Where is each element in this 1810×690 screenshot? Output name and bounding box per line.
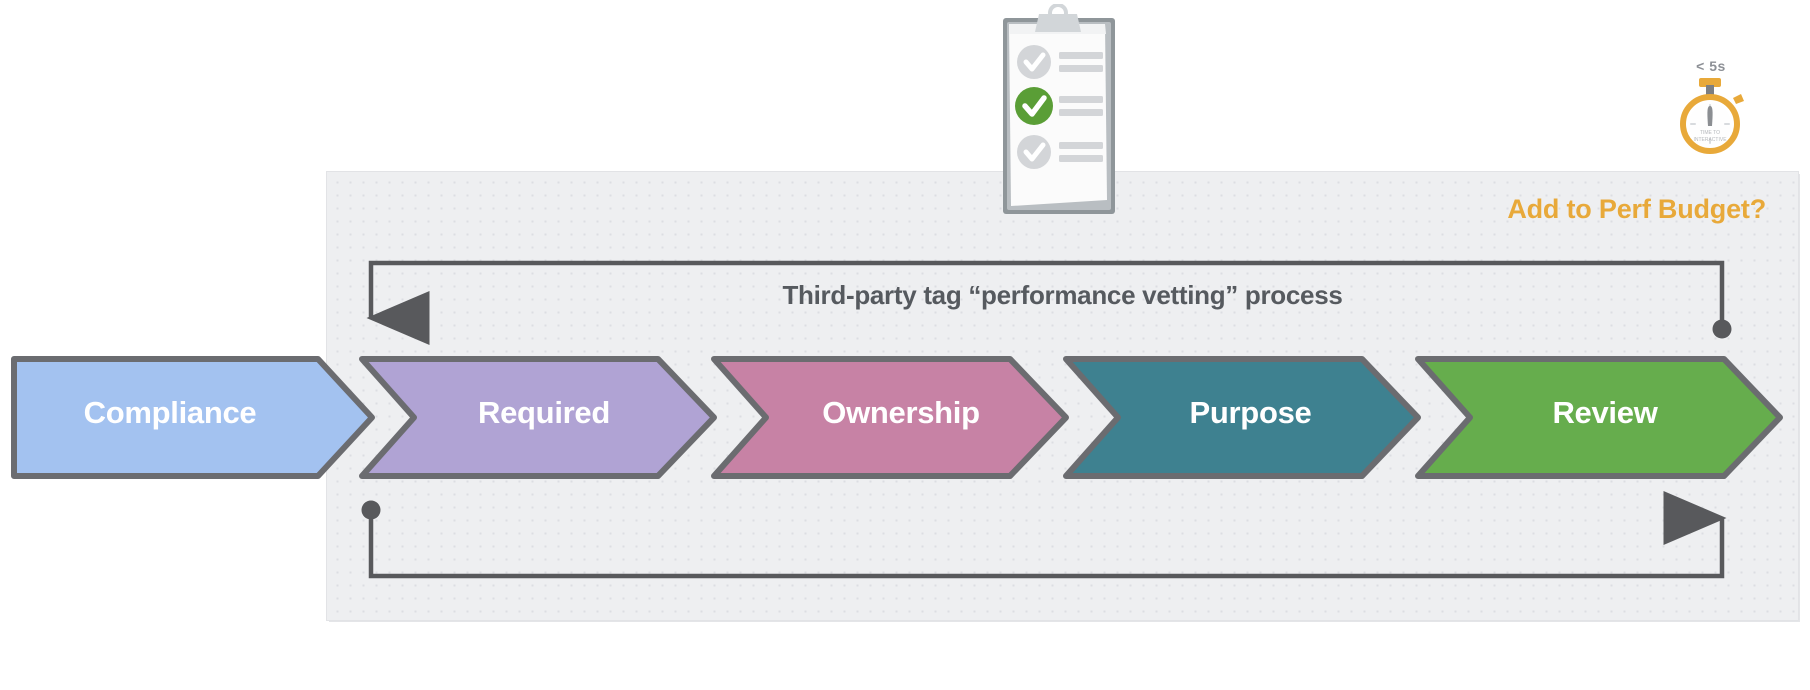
stopwatch-threshold-label: < 5s xyxy=(1696,58,1726,74)
process-stage-list: Compliance Required Ownership Purpose xyxy=(0,355,1810,480)
time-to-interactive-stopwatch-icon: < 5s TIME TO INTERACTIVE xyxy=(1666,58,1776,163)
stopwatch-face-line-1: TIME TO xyxy=(1700,130,1720,136)
process-title: Third-party tag “performance vetting” pr… xyxy=(782,280,1343,310)
stage-review[interactable]: Review xyxy=(1414,355,1784,480)
stage-ownership[interactable]: Ownership xyxy=(710,355,1070,480)
stage-purpose[interactable]: Purpose xyxy=(1062,355,1422,480)
checklist-clipboard-icon xyxy=(985,4,1130,224)
stage-required[interactable]: Required xyxy=(358,355,718,480)
stage-compliance[interactable]: Compliance xyxy=(10,355,375,480)
stopwatch-face-line-2: INTERACTIVE xyxy=(1693,137,1727,143)
perf-budget-label: Add to Perf Budget? xyxy=(1507,194,1766,224)
